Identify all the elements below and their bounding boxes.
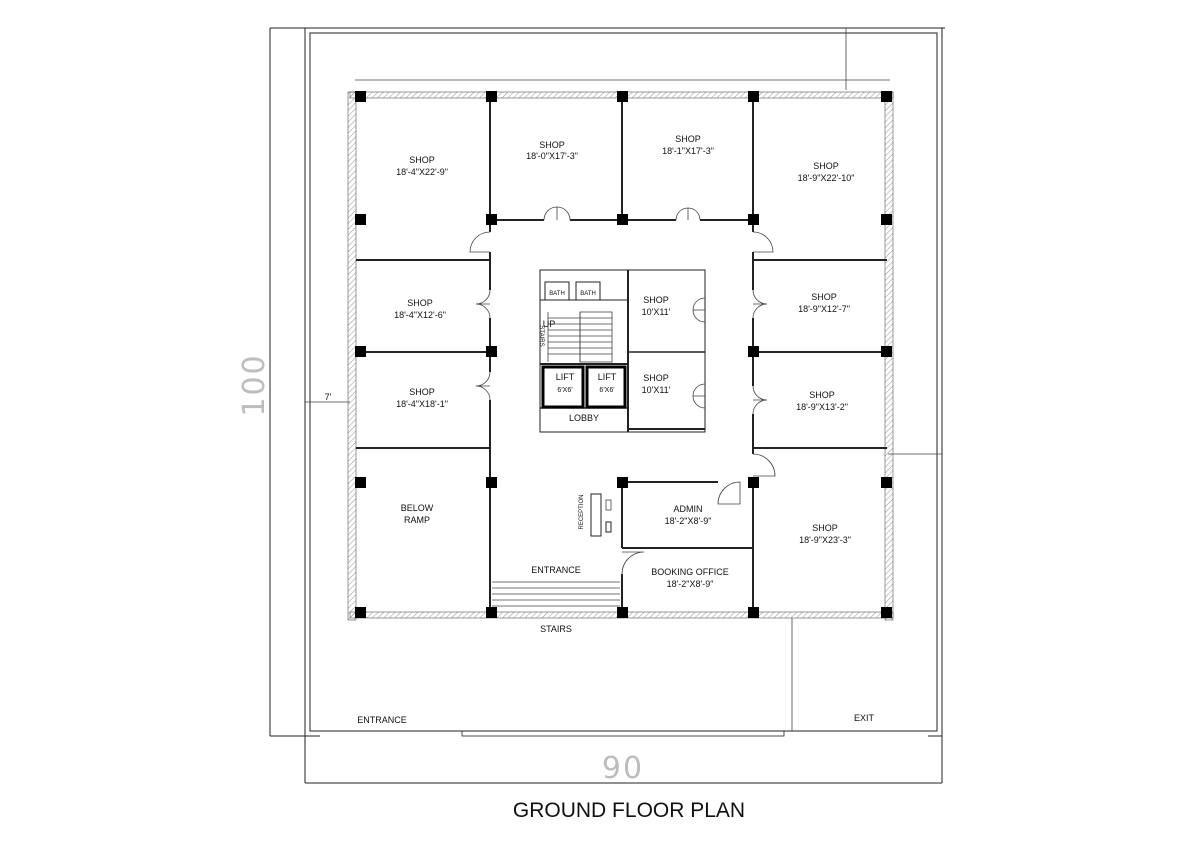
lobby-label: LOBBY: [569, 413, 599, 423]
reception-label: RECEPTION: [579, 494, 585, 529]
room-name-shop-right-3: SHOP: [809, 390, 835, 400]
room-size-shop-right-2: 18'-9"X12'-7": [798, 304, 850, 314]
room-name-shop-core-2: SHOP: [643, 373, 669, 383]
room-size-shop-left-3: 18'-4"X18'-1": [396, 399, 448, 409]
site-exit-label: EXIT: [854, 713, 875, 723]
room-size-shop-right-3: 18'-9"X13'-2": [796, 402, 848, 412]
site-boundary: [269, 27, 945, 784]
ramp-label-line2: RAMP: [404, 515, 430, 525]
room-size-booking-office: 18'-2"X8'-9": [667, 579, 714, 589]
room-name-shop-top-2: SHOP: [539, 140, 565, 150]
room-name-lift-2: LIFT: [598, 372, 617, 382]
front-stairs-label: STAIRS: [540, 624, 572, 634]
width-dimension: 90: [602, 751, 644, 786]
room-size-shop-top-3: 18'-1"X17'-3": [662, 146, 714, 156]
room-name-shop-right-2: SHOP: [811, 292, 837, 302]
room-name-admin: ADMIN: [674, 504, 703, 514]
room-size-admin: 18'-2"X8'-9": [665, 516, 712, 526]
doors: [469, 206, 776, 575]
room-name-shop-top-left: SHOP: [409, 155, 435, 165]
room-name-shop-left-2: SHOP: [407, 298, 433, 308]
room-size-shop-core-2: 10'X11': [642, 385, 671, 395]
drawing-title: GROUND FLOOR PLAN: [513, 799, 745, 822]
site-entrance-label: ENTRANCE: [357, 715, 407, 725]
room-name-shop-top-3: SHOP: [675, 134, 701, 144]
structural-columns: [355, 91, 892, 618]
room-size-shop-left-2: 18'-4"X12'-6": [394, 310, 446, 320]
ramp-label-line1: BELOW: [401, 503, 434, 513]
central-core: [539, 269, 706, 433]
room-name-shop-top-right: SHOP: [813, 161, 839, 171]
room-size-shop-core-1: 10'X11': [642, 307, 671, 317]
setback-dimension: 7': [325, 392, 332, 402]
bath-label-1: BATH: [549, 291, 565, 297]
room-name-shop-bottom-right: SHOP: [812, 523, 838, 533]
length-dimension: 100: [237, 353, 272, 416]
room-size-lift-2: 6'X6': [599, 387, 614, 394]
room-name-booking-office: BOOKING OFFICE: [651, 567, 729, 577]
room-size-lift-1: 6'X6': [557, 387, 572, 394]
room-name-lift-1: LIFT: [556, 372, 575, 382]
inner-entrance-label: ENTRANCE: [531, 565, 581, 575]
stairs-up-label: UP: [543, 319, 556, 329]
room-name-shop-core-1: SHOP: [643, 295, 669, 305]
bath-label-2: BATH: [580, 291, 596, 297]
stairs-core-label: STAIRS: [538, 325, 544, 346]
room-size-shop-top-right: 18'-9"X22'-10": [798, 173, 855, 183]
room-size-shop-bottom-right: 18'-9"X23'-3": [799, 535, 851, 545]
room-size-shop-top-left: 18'-4"X22'-9": [396, 167, 448, 177]
room-size-shop-top-2: 18'-0"X17'-3": [526, 151, 578, 161]
room-name-shop-left-3: SHOP: [409, 387, 435, 397]
